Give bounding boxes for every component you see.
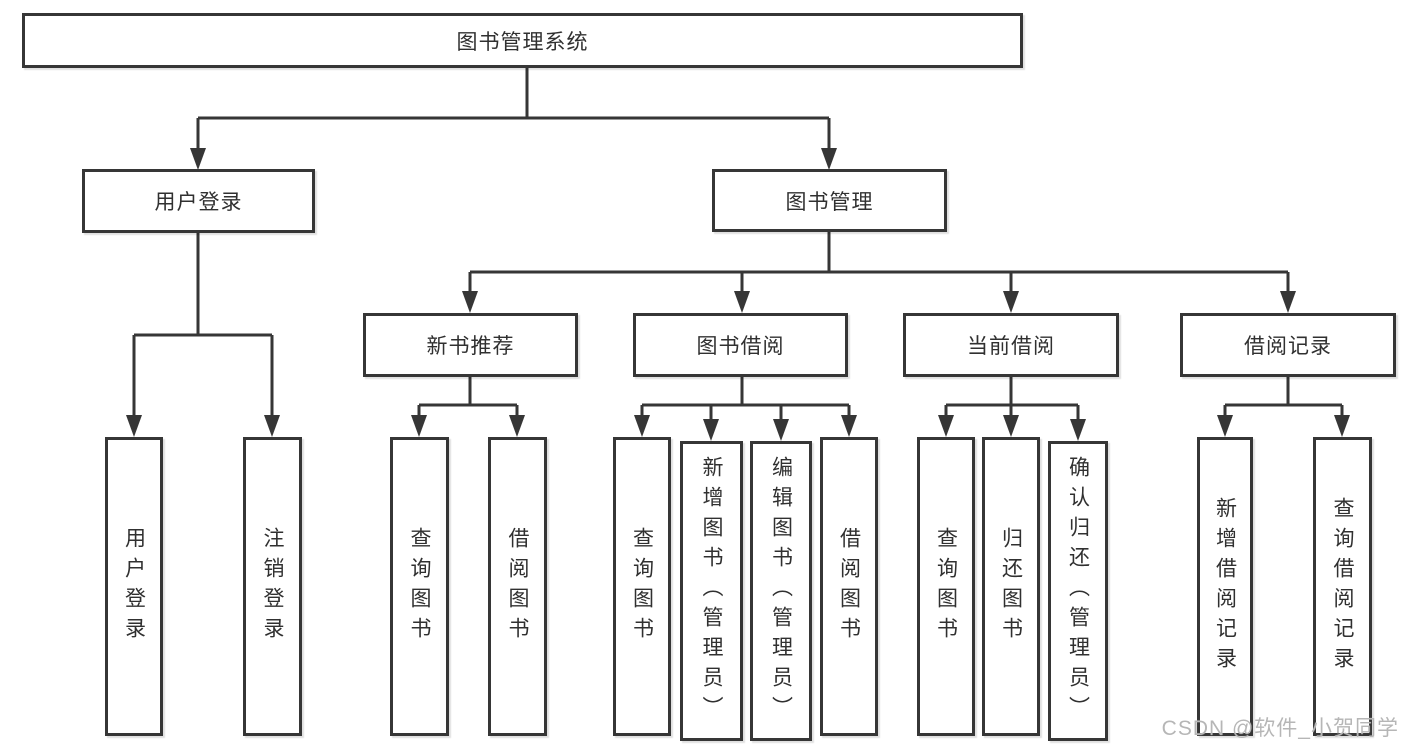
leaf-user-login: 用户登录 (105, 437, 163, 736)
leaf-borrow-books-2-label: 借阅图书 (837, 526, 861, 647)
node-new-book-recommend-label: 新书推荐 (426, 335, 515, 358)
leaf-query-books-1: 查询图书 (390, 437, 449, 736)
arrowheads (126, 148, 1350, 441)
leaf-add-borrow-record: 新增借阅记录 (1197, 437, 1253, 736)
leaf-borrow-books-1-label: 借阅图书 (506, 526, 529, 647)
node-user-login-label: 用户登录 (154, 191, 243, 214)
node-borrow-records: 借阅记录 (1180, 313, 1396, 377)
leaf-confirm-return-admin-label: 确认归还（管理员） (1066, 456, 1090, 726)
connector-lines (132, 68, 1344, 423)
node-user-login: 用户登录 (82, 169, 315, 233)
leaf-add-book-admin-label: 新增图书（管理员） (700, 456, 723, 726)
leaf-return-book: 归还图书 (982, 437, 1040, 736)
node-current-borrow: 当前借阅 (903, 313, 1119, 377)
leaf-query-borrow-record-label: 查询借阅记录 (1331, 496, 1354, 677)
leaf-logout-label: 注销登录 (261, 526, 284, 647)
leaf-add-book-admin: 新增图书（管理员） (680, 441, 743, 741)
node-current-borrow-label: 当前借阅 (967, 335, 1055, 358)
leaf-query-books-2: 查询图书 (613, 437, 671, 736)
node-new-book-recommend: 新书推荐 (363, 313, 578, 377)
leaf-borrow-books-1: 借阅图书 (488, 437, 547, 736)
node-book-management-label: 图书管理 (785, 190, 874, 214)
leaf-edit-book-admin-label: 编辑图书（管理员） (769, 456, 793, 726)
node-borrow-records-label: 借阅记录 (1244, 335, 1332, 358)
leaf-user-login-label: 用户登录 (122, 526, 146, 647)
leaf-query-books-3: 查询图书 (917, 437, 975, 736)
leaf-query-books-2-label: 查询图书 (630, 526, 654, 647)
leaf-query-books-1-label: 查询图书 (408, 526, 431, 647)
leaf-query-borrow-record: 查询借阅记录 (1313, 437, 1372, 736)
leaf-return-book-label: 归还图书 (999, 526, 1023, 647)
csdn-watermark: CSDN @软件_小贺同学 (1161, 717, 1399, 740)
leaf-query-books-3-label: 查询图书 (934, 526, 958, 647)
root-node-label: 图书管理系统 (456, 30, 589, 54)
node-book-borrow: 图书借阅 (633, 313, 848, 377)
node-book-borrow-label: 图书借阅 (696, 335, 785, 358)
leaf-confirm-return-admin: 确认归还（管理员） (1048, 441, 1108, 741)
leaf-logout: 注销登录 (243, 437, 302, 736)
node-book-management: 图书管理 (712, 169, 947, 232)
root-node-system: 图书管理系统 (22, 13, 1023, 68)
leaf-add-borrow-record-label: 新增借阅记录 (1213, 496, 1237, 677)
leaf-borrow-books-2: 借阅图书 (820, 437, 878, 736)
leaf-edit-book-admin: 编辑图书（管理员） (750, 441, 812, 741)
